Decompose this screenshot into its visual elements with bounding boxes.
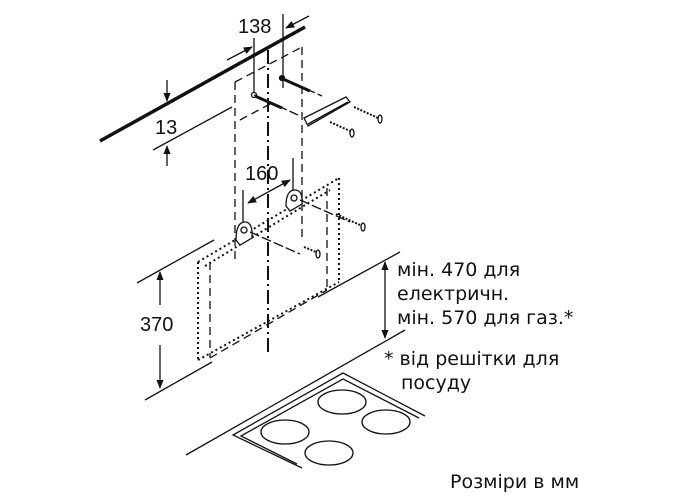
units-label: Розміри в мм (450, 471, 580, 493)
note-line: мін. 570 для газ.* (397, 307, 574, 329)
wall-bracket (303, 96, 351, 127)
cooktop (231, 372, 426, 469)
dimension-13: 13 (155, 117, 178, 139)
hood-outline (197, 177, 340, 361)
note-line: мін. 470 для (397, 259, 521, 281)
note-line: електричн. (397, 283, 510, 305)
min-clearance-note: мін. 470 для електричн. мін. 570 для газ… (397, 258, 573, 330)
dim-13-line (152, 106, 233, 151)
ceiling-line (99, 25, 306, 143)
dimension-160: 160 (245, 163, 279, 185)
footnote-line: посуду (401, 372, 472, 394)
footnote-line: * від решітки для (384, 348, 560, 370)
dimension-138: 138 (238, 16, 272, 38)
footnote: * від решітки для посуду (384, 347, 559, 395)
dimension-370: 370 (140, 314, 174, 336)
chimney-outline (234, 46, 303, 262)
